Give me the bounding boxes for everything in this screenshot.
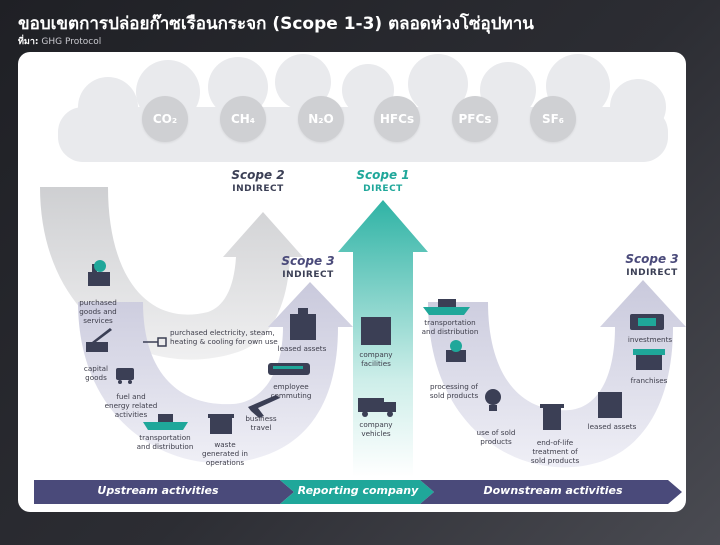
gas-n2o: N₂O [298, 96, 344, 142]
diagram-panel: CO₂ CH₄ N₂O HFCs PFCs SF₆ Scope 2 INDIRE… [18, 52, 686, 512]
ship-icon-downstream [423, 299, 470, 315]
label-employee-commuting: employee commuting [270, 382, 312, 400]
building-icon-company [361, 317, 391, 345]
gas-hfcs: HFCs [374, 96, 420, 142]
shop-icon [633, 349, 665, 370]
source-value: GHG Protocol [41, 37, 102, 47]
scope3-upstream-subtitle: INDIRECT [282, 270, 334, 280]
diagram-graphics [34, 54, 686, 504]
label-downstream-transportation: transportation and distribution [421, 318, 479, 336]
recycle-bin-icon [540, 404, 564, 430]
dumpster-icon [208, 414, 234, 434]
bar-label-reporting: Reporting company [297, 484, 419, 497]
downstream-arc [428, 280, 686, 468]
fuel-cart-icon [116, 368, 134, 384]
label-downstream-leased-assets: leased assets [587, 422, 637, 431]
building-icon-downstream [598, 392, 622, 418]
source-line: ที่มา: GHG Protocol [18, 34, 101, 48]
scope1-subtitle: DIRECT [363, 184, 403, 194]
plane-icon [248, 395, 280, 418]
processing-icon [446, 340, 466, 362]
source-label: ที่มา: [18, 37, 39, 47]
label-use-of-sold-products: use of sold products [476, 428, 516, 446]
label-upstream-transportation: transportation and distribution [136, 433, 194, 451]
scope2-title: Scope 2 [231, 168, 285, 182]
label-waste: waste generated in operations [202, 440, 248, 467]
label-upstream-leased-assets: leased assets [277, 344, 327, 353]
bulb-icon [485, 389, 501, 411]
upstream-arc [78, 282, 353, 464]
page-title: ขอบเขตการปล่อยก๊าซเรือนกระจก (Scope 1-3)… [18, 14, 534, 34]
cloud-band [58, 54, 668, 162]
plug-icon [143, 337, 167, 347]
label-purchased-goods: purchased goods and services [79, 298, 117, 325]
factory-icon [88, 260, 110, 286]
scope3-downstream-title: Scope 3 [625, 252, 679, 266]
scope2-subtitle: INDIRECT [232, 184, 284, 194]
label-franchises: franchises [630, 376, 668, 385]
building-icon-upstream [290, 308, 316, 340]
gas-ch4: CH₄ [220, 96, 266, 142]
train-icon [268, 363, 310, 375]
gas-co2: CO₂ [142, 96, 188, 142]
reporting-bar [280, 480, 434, 504]
downstream-bar [420, 480, 682, 504]
label-end-of-life: end-of-life treatment of sold products [530, 438, 580, 465]
label-business-travel: business travel [245, 414, 277, 432]
scope3-downstream-subtitle: INDIRECT [626, 268, 678, 278]
bar-label-downstream: Downstream activities [483, 484, 623, 497]
label-investments: investments [627, 335, 673, 344]
scope3-upstream-title: Scope 3 [281, 254, 335, 268]
money-icon [630, 314, 664, 330]
ship-icon-upstream [143, 414, 188, 430]
truck-icon [358, 398, 396, 417]
label-company-facilities: company facilities [359, 350, 393, 368]
label-purchased-electricity: purchased electricity, steam, heating & … [170, 328, 278, 346]
upstream-bar [34, 480, 294, 504]
gas-sf6: SF₆ [530, 96, 576, 142]
label-processing: processing of sold products [429, 382, 479, 400]
bar-label-upstream: Upstream activities [97, 484, 219, 497]
crane-icon [86, 328, 112, 352]
scope1-title: Scope 1 [356, 168, 410, 182]
label-company-vehicles: company vehicles [359, 420, 393, 438]
label-capital-goods: capital goods [83, 364, 109, 382]
gas-pfcs: PFCs [452, 96, 498, 142]
label-fuel-energy: fuel and energy related activities [104, 392, 158, 419]
